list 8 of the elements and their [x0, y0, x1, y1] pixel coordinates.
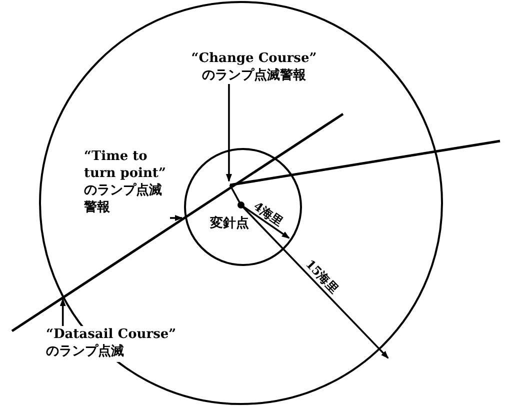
annotation-text: “Change Course” のランプ点滅警報: [190, 50, 318, 86]
leader-arrow: [60, 298, 66, 326]
dimension-label: 15海里: [302, 257, 342, 296]
dimension-label: 4海里: [250, 199, 286, 230]
annotation-text: “Time to turn point” のランプ点滅警報: [84, 148, 172, 220]
point-label: 変針点: [210, 216, 249, 232]
leader-arrow: [170, 214, 183, 221]
leader-arrow: [226, 84, 232, 182]
